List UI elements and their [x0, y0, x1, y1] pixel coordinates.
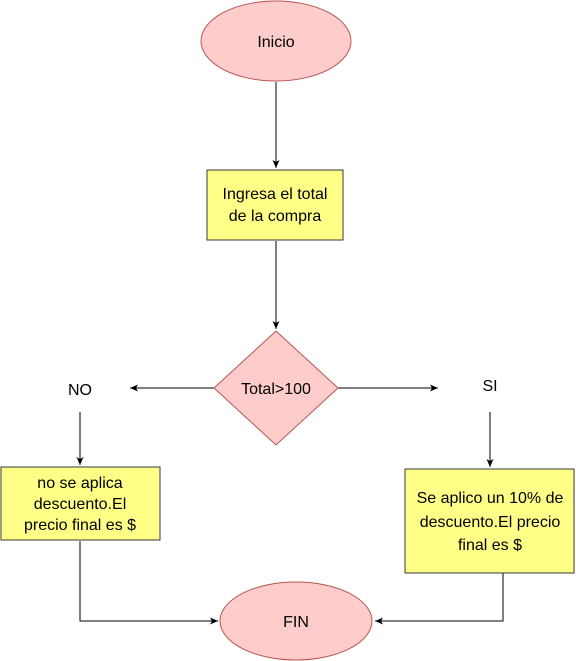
- end-ellipse: [219, 581, 373, 661]
- no-discount-line-3: precio final es $: [24, 517, 136, 534]
- input-label-line-2: de la compra: [229, 208, 322, 225]
- start-ellipse: [200, 0, 352, 82]
- discount-line-1: Se aplico un 10% de: [417, 490, 564, 507]
- no-discount-line-2: descuento.El: [34, 496, 127, 513]
- no-discount-line-1: no se aplica: [37, 475, 122, 492]
- decision-label: Total>100: [241, 381, 311, 398]
- decision-diamond: [213, 330, 339, 446]
- discount-line-3: final es $: [458, 537, 522, 554]
- start-node: Inicio: [200, 0, 352, 82]
- discount-node: Se aplico un 10% de descuento.El precio …: [404, 468, 575, 574]
- end-label: FIN: [283, 614, 309, 631]
- input-box: [206, 169, 344, 241]
- discount-box: [404, 468, 575, 574]
- no-discount-box: [0, 466, 161, 541]
- input-label-line-1: Ingresa el total: [223, 186, 328, 203]
- connectors: [76, 82, 504, 625]
- start-label: Inicio: [257, 34, 294, 51]
- decision-node: Total>100: [213, 330, 339, 446]
- no-branch-label: NO: [68, 382, 92, 399]
- arrow-no-box-to-end: [79, 541, 218, 625]
- si-branch-label: SI: [482, 378, 497, 395]
- no-discount-node: no se aplica descuento.El precio final e…: [0, 466, 161, 541]
- input-node: Ingresa el total de la compra: [206, 169, 344, 241]
- arrow-yes-box-to-end: [375, 573, 504, 625]
- end-node: FIN: [219, 581, 373, 661]
- discount-line-2: descuento.El precio: [420, 514, 561, 531]
